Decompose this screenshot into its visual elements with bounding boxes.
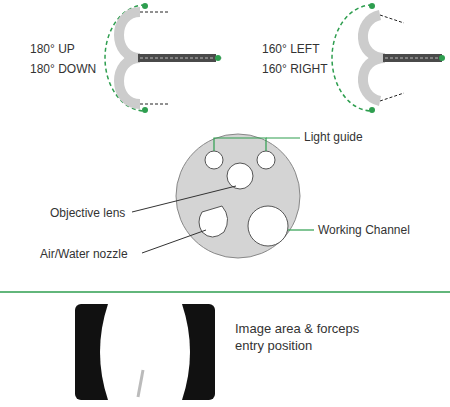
bending-160 bbox=[332, 3, 445, 113]
angle-label: 180° UP bbox=[30, 42, 75, 57]
angle-label: 160° LEFT bbox=[262, 42, 320, 57]
distal-tip bbox=[132, 134, 314, 258]
part-label: Objective lens bbox=[50, 206, 125, 221]
part-label: Light guide bbox=[304, 130, 363, 145]
part-label: Working Channel bbox=[318, 223, 410, 238]
angle-label: 160° RIGHT bbox=[262, 62, 327, 77]
caption-note: Image area & forceps entry position bbox=[235, 320, 375, 354]
image-area bbox=[75, 304, 215, 400]
bending-180 bbox=[105, 3, 222, 113]
angle-label: 180° DOWN bbox=[30, 62, 96, 77]
divider bbox=[0, 291, 450, 293]
part-label: Air/Water nozzle bbox=[40, 247, 128, 262]
